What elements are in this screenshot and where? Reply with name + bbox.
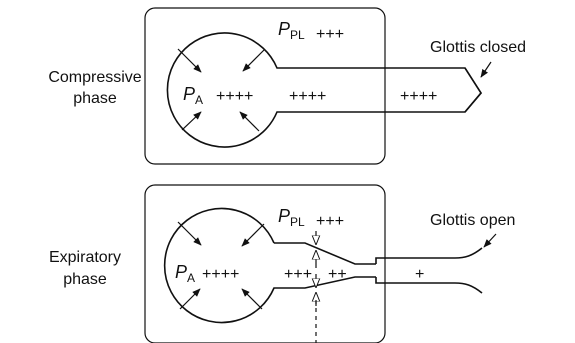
glottis-label: Glottis closed (430, 39, 526, 56)
upper-airway-top (375, 247, 483, 264)
alveolar-pressure-marks: ++++ (202, 266, 239, 283)
alveolus-airway-outline (163, 207, 376, 324)
arrow-bottom-left (181, 111, 202, 131)
airway-pressure-marks-3: + (415, 266, 424, 283)
pleural-pressure-arrows (177, 48, 265, 132)
phase-label-line1: Expiratory (49, 249, 121, 266)
alveolus-airway-outline-top (274, 242, 376, 265)
pleural-pressure-label: PPL (278, 206, 305, 229)
glottis-pointer-arrow (483, 233, 497, 248)
compressive-panel: Compressive phase PPL +++ PA ++++ ++++ +… (48, 7, 526, 165)
pleural-pressure-marks: +++ (316, 26, 344, 43)
thorax-box (144, 184, 386, 343)
arrow-bottom-right (239, 111, 260, 132)
expiratory-panel: Expiratory phase PPL +++ PA ++++ +++ ++ … (49, 184, 515, 343)
arrow-bottom-left (179, 288, 201, 310)
airway-pressure-marks-1: +++ (284, 266, 312, 283)
glottis-label: Glottis open (430, 212, 515, 229)
airway-pressure-marks-2: ++ (328, 266, 347, 283)
phase-label-line2: phase (63, 271, 107, 288)
pleural-pressure-marks: +++ (316, 213, 344, 230)
glottis-pointer-arrow (480, 61, 492, 78)
phase-label-line2: phase (73, 90, 117, 107)
pleural-pressure-arrows (177, 221, 265, 310)
upper-airway-bottom (375, 277, 483, 294)
phase-label-line1: Compressive (48, 69, 141, 86)
alveolus-airway-outline (166, 32, 482, 148)
thorax-box (144, 7, 386, 165)
alveolar-pressure-marks: ++++ (216, 88, 253, 105)
alveolar-pressure-label: PA (183, 84, 203, 107)
airway-pressure-marks-2: ++++ (400, 88, 437, 105)
arrow-bottom-right (241, 288, 263, 310)
arrow-top-left (177, 48, 202, 73)
arrow-top-right (242, 49, 265, 72)
alveolar-pressure-label: PA (175, 262, 195, 285)
pleural-pressure-label: PPL (278, 19, 305, 42)
closed-glottis (464, 67, 482, 113)
airway-pressure-marks-1: ++++ (289, 88, 326, 105)
arrow-top-left (177, 221, 202, 246)
arrow-top-right (241, 223, 265, 247)
